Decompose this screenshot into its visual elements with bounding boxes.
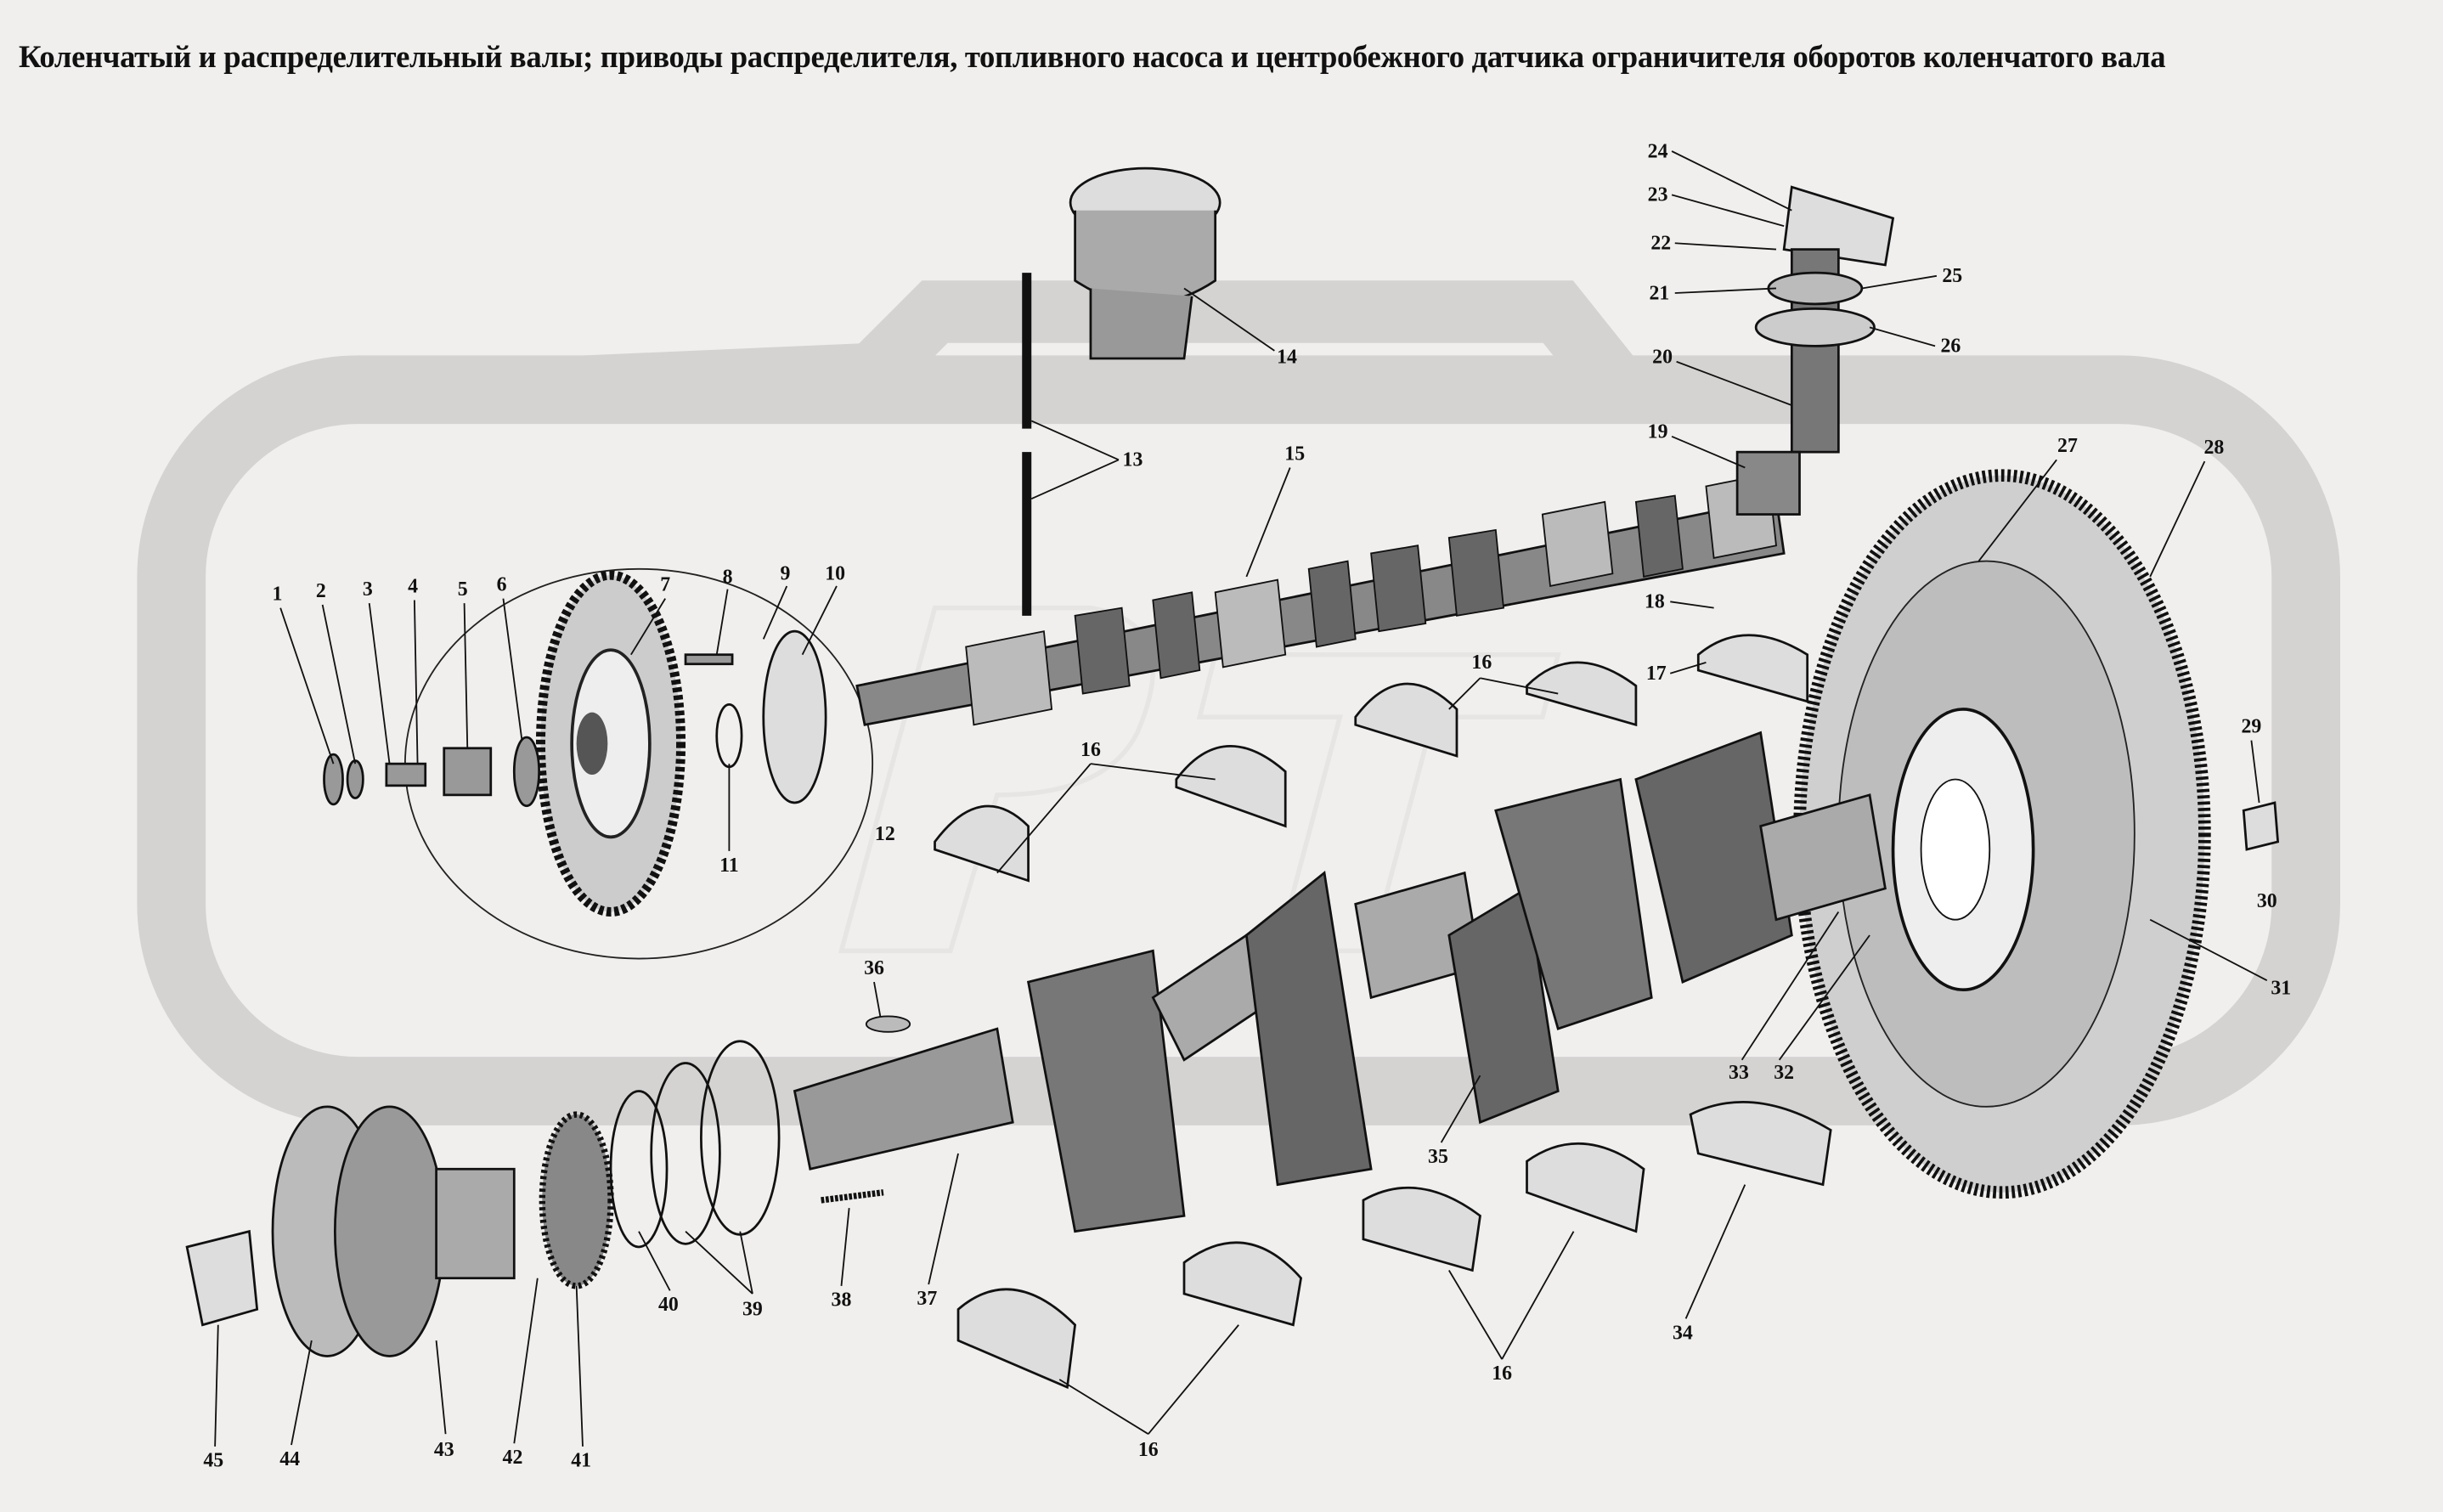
- callout-18: 18: [1644, 589, 1665, 613]
- callout-16: 16: [1492, 1360, 1513, 1385]
- callout-20: 20: [1652, 344, 1673, 369]
- callout-5: 5: [457, 576, 468, 601]
- callout-45: 45: [203, 1447, 224, 1472]
- camshaft-gear: [403, 567, 874, 960]
- callout-21: 21: [1649, 280, 1670, 304]
- callout-12: 12: [874, 821, 895, 845]
- callout-19: 19: [1647, 419, 1668, 443]
- callout-30: 30: [2256, 888, 2277, 912]
- callout-25: 25: [1942, 263, 1963, 287]
- callout-29: 29: [2241, 714, 2262, 737]
- callout-15: 15: [1284, 441, 1306, 465]
- callout-8: 8: [722, 564, 733, 588]
- bearing-shells: [934, 634, 2280, 1390]
- callout-7: 7: [660, 572, 671, 595]
- callout-37: 37: [917, 1285, 938, 1310]
- callout-6: 6: [496, 572, 507, 595]
- crankshaft: [793, 731, 1887, 1233]
- callout-14: 14: [1277, 344, 1297, 369]
- callout-4: 4: [408, 573, 419, 597]
- fuel-pump: [1069, 166, 1222, 360]
- callout-16: 16: [1080, 736, 1101, 761]
- callout-35: 35: [1428, 1143, 1448, 1168]
- callout-13: 13: [1122, 447, 1143, 471]
- callout-23: 23: [1647, 182, 1668, 206]
- callout-36: 36: [864, 955, 884, 979]
- callout-32: 32: [1774, 1059, 1795, 1084]
- callout-16: 16: [1471, 650, 1492, 674]
- woodruff-key: [865, 1015, 911, 1033]
- crankshaft-pulley: [185, 1040, 781, 1357]
- callout-33: 33: [1729, 1059, 1749, 1084]
- diagram-title: Коленчатый и распределительный валы; при…: [19, 40, 2166, 76]
- callout-38: 38: [831, 1287, 852, 1312]
- callout-1: 1: [272, 581, 283, 605]
- callout-28: 28: [2203, 434, 2225, 459]
- callout-24: 24: [1647, 138, 1668, 162]
- callout-26: 26: [1940, 333, 1961, 358]
- callout-11: 11: [719, 852, 739, 877]
- callout-43: 43: [433, 1436, 454, 1461]
- callout-39: 39: [742, 1296, 763, 1321]
- callout-40: 40: [657, 1292, 679, 1316]
- callout-27: 27: [2057, 433, 2078, 457]
- callout-44: 44: [279, 1446, 301, 1470]
- callout-17: 17: [1645, 661, 1667, 685]
- callout-31: 31: [2271, 975, 2292, 1000]
- distributor-drive: [1735, 185, 1895, 516]
- small-parts-left: [323, 629, 827, 808]
- callout-2: 2: [315, 578, 326, 602]
- flywheel: [1793, 469, 2211, 1199]
- watermark-logo: [137, 280, 2340, 1126]
- callout-3: 3: [362, 576, 373, 601]
- callout-41: 41: [571, 1447, 592, 1472]
- pin-38: [821, 1189, 884, 1204]
- callout-22: 22: [1650, 230, 1672, 255]
- callout-34: 34: [1673, 1320, 1693, 1344]
- camshaft: [855, 472, 1786, 726]
- callout-10: 10: [825, 561, 846, 585]
- callout-9: 9: [780, 561, 791, 585]
- callout-42: 42: [502, 1445, 523, 1469]
- callout-16: 16: [1137, 1436, 1159, 1461]
- leader-lines: [214, 150, 2268, 1447]
